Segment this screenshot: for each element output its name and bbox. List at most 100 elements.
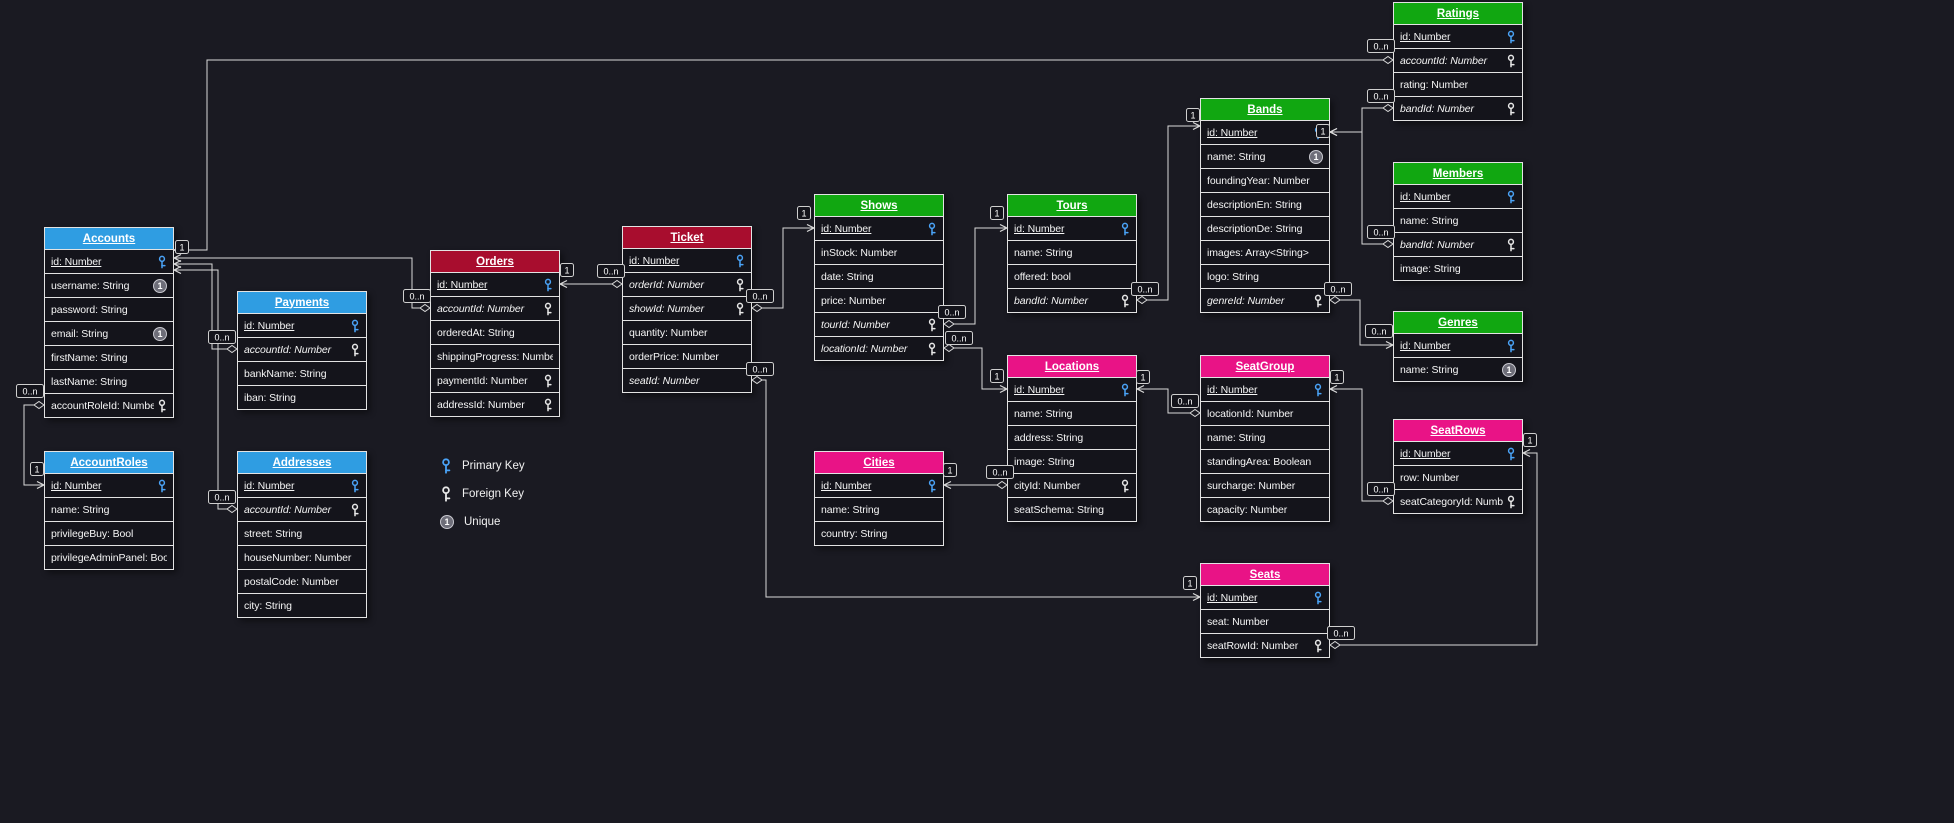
relationship-ratings-accounts[interactable] — [174, 60, 1393, 250]
field-row-houseNumber[interactable]: houseNumber: Number — [237, 545, 367, 570]
field-row-iban[interactable]: iban: String — [237, 385, 367, 410]
field-row-name[interactable]: name: String — [1393, 208, 1523, 233]
entity-header[interactable]: Accounts — [44, 227, 174, 250]
field-row-privilegeBuy[interactable]: privilegeBuy: Bool — [44, 521, 174, 546]
entity-header[interactable]: Shows — [814, 194, 944, 217]
field-row-id[interactable]: id: Number — [44, 473, 174, 498]
relationship-seatgroup-locations[interactable] — [1137, 389, 1200, 413]
field-row-bandId[interactable]: bandId: Number — [1393, 232, 1523, 257]
field-row-image[interactable]: image: String — [1393, 256, 1523, 281]
field-row-id[interactable]: id: Number — [814, 473, 944, 498]
field-row-id[interactable]: id: Number — [1007, 216, 1137, 241]
field-row-paymentId[interactable]: paymentId: Number — [430, 368, 560, 393]
relationship-shows-locations[interactable] — [944, 348, 1007, 389]
field-row-seatId[interactable]: seatId: Number — [622, 368, 752, 393]
entity-header[interactable]: SeatGroup — [1200, 355, 1330, 378]
field-row-id[interactable]: id: Number — [1393, 441, 1523, 466]
field-row-seatRowId[interactable]: seatRowId: Number — [1200, 633, 1330, 658]
field-row-id[interactable]: id: Number — [814, 216, 944, 241]
field-row-accountId[interactable]: accountId: Number — [1393, 48, 1523, 73]
relationship-ticket-seats[interactable] — [752, 380, 1200, 597]
field-row-privilegeAdminPanel[interactable]: privilegeAdminPanel: Bool — [44, 545, 174, 570]
field-row-logo[interactable]: logo: String — [1200, 264, 1330, 289]
field-row-accountId[interactable]: accountId: Number — [237, 337, 367, 362]
relationship-orders-accounts[interactable] — [174, 258, 430, 308]
entity-header[interactable]: Ticket — [622, 226, 752, 249]
entity-header[interactable]: Bands — [1200, 98, 1330, 121]
field-row-name[interactable]: name: String — [1007, 240, 1137, 265]
relationship-bands-genres[interactable] — [1330, 300, 1393, 345]
field-row-shippingProgress[interactable]: shippingProgress: Number — [430, 344, 560, 369]
entity-header[interactable]: Cities — [814, 451, 944, 474]
field-row-orderedAt[interactable]: orderedAt: String — [430, 320, 560, 345]
relationship-tours-bands[interactable] — [1137, 126, 1200, 300]
relationship-members-bands[interactable] — [1330, 132, 1393, 244]
field-row-id[interactable]: id: Number — [237, 473, 367, 498]
field-row-name[interactable]: name: String — [1007, 401, 1137, 426]
field-row-postalCode[interactable]: postalCode: Number — [237, 569, 367, 594]
field-row-locationId[interactable]: locationId: Number — [814, 336, 944, 361]
field-row-id[interactable]: id: Number — [1007, 377, 1137, 402]
entity-header[interactable]: Ratings — [1393, 2, 1523, 25]
field-row-id[interactable]: id: Number — [1200, 120, 1330, 145]
field-row-seatSchema[interactable]: seatSchema: String — [1007, 497, 1137, 522]
field-row-rating[interactable]: rating: Number — [1393, 72, 1523, 97]
field-row-firstName[interactable]: firstName: String — [44, 345, 174, 370]
field-row-name[interactable]: name: String — [44, 497, 174, 522]
field-row-id[interactable]: id: Number — [1200, 585, 1330, 610]
field-row-id[interactable]: id: Number — [1200, 377, 1330, 402]
field-row-price[interactable]: price: Number — [814, 288, 944, 313]
field-row-locationId[interactable]: locationId: Number — [1200, 401, 1330, 426]
field-row-accountRoleId[interactable]: accountRoleId: Number — [44, 393, 174, 418]
field-row-foundingYear[interactable]: foundingYear: Number — [1200, 168, 1330, 193]
field-row-id[interactable]: id: Number — [44, 249, 174, 274]
field-row-id[interactable]: id: Number — [1393, 184, 1523, 209]
field-row-addressId[interactable]: addressId: Number — [430, 392, 560, 417]
entity-header[interactable]: Members — [1393, 162, 1523, 185]
field-row-inStock[interactable]: inStock: Number — [814, 240, 944, 265]
field-row-orderId[interactable]: orderId: Number — [622, 272, 752, 297]
field-row-tourId[interactable]: tourId: Number — [814, 312, 944, 337]
entity-header[interactable]: Addresses — [237, 451, 367, 474]
field-row-cityId[interactable]: cityId: Number — [1007, 473, 1137, 498]
entity-header[interactable]: Orders — [430, 250, 560, 273]
field-row-street[interactable]: street: String — [237, 521, 367, 546]
field-row-seatCategoryId[interactable]: seatCategoryId: Number — [1393, 489, 1523, 514]
entity-header[interactable]: Payments — [237, 291, 367, 314]
field-row-capacity[interactable]: capacity: Number — [1200, 497, 1330, 522]
relationship-addresses-accounts[interactable] — [174, 270, 237, 509]
relationship-shows-tours[interactable] — [944, 228, 1007, 324]
field-row-address[interactable]: address: String — [1007, 425, 1137, 450]
entity-header[interactable]: SeatRows — [1393, 419, 1523, 442]
entity-header[interactable]: AccountRoles — [44, 451, 174, 474]
field-row-id[interactable]: id: Number — [1393, 24, 1523, 49]
field-row-name[interactable]: name: String — [1200, 425, 1330, 450]
field-row-showId[interactable]: showId: Number — [622, 296, 752, 321]
field-row-bankName[interactable]: bankName: String — [237, 361, 367, 386]
relationship-accounts-accountroles[interactable] — [23, 405, 44, 485]
field-row-row[interactable]: row: Number — [1393, 465, 1523, 490]
field-row-images[interactable]: images: Array<String> — [1200, 240, 1330, 265]
relationship-ticket-shows[interactable] — [752, 228, 814, 308]
field-row-bandId[interactable]: bandId: Number — [1007, 288, 1137, 313]
field-row-id[interactable]: id: Number — [1393, 333, 1523, 358]
field-row-id[interactable]: id: Number — [237, 313, 367, 338]
entity-header[interactable]: Seats — [1200, 563, 1330, 586]
field-row-bandId[interactable]: bandId: Number — [1393, 96, 1523, 121]
entity-header[interactable]: Locations — [1007, 355, 1137, 378]
